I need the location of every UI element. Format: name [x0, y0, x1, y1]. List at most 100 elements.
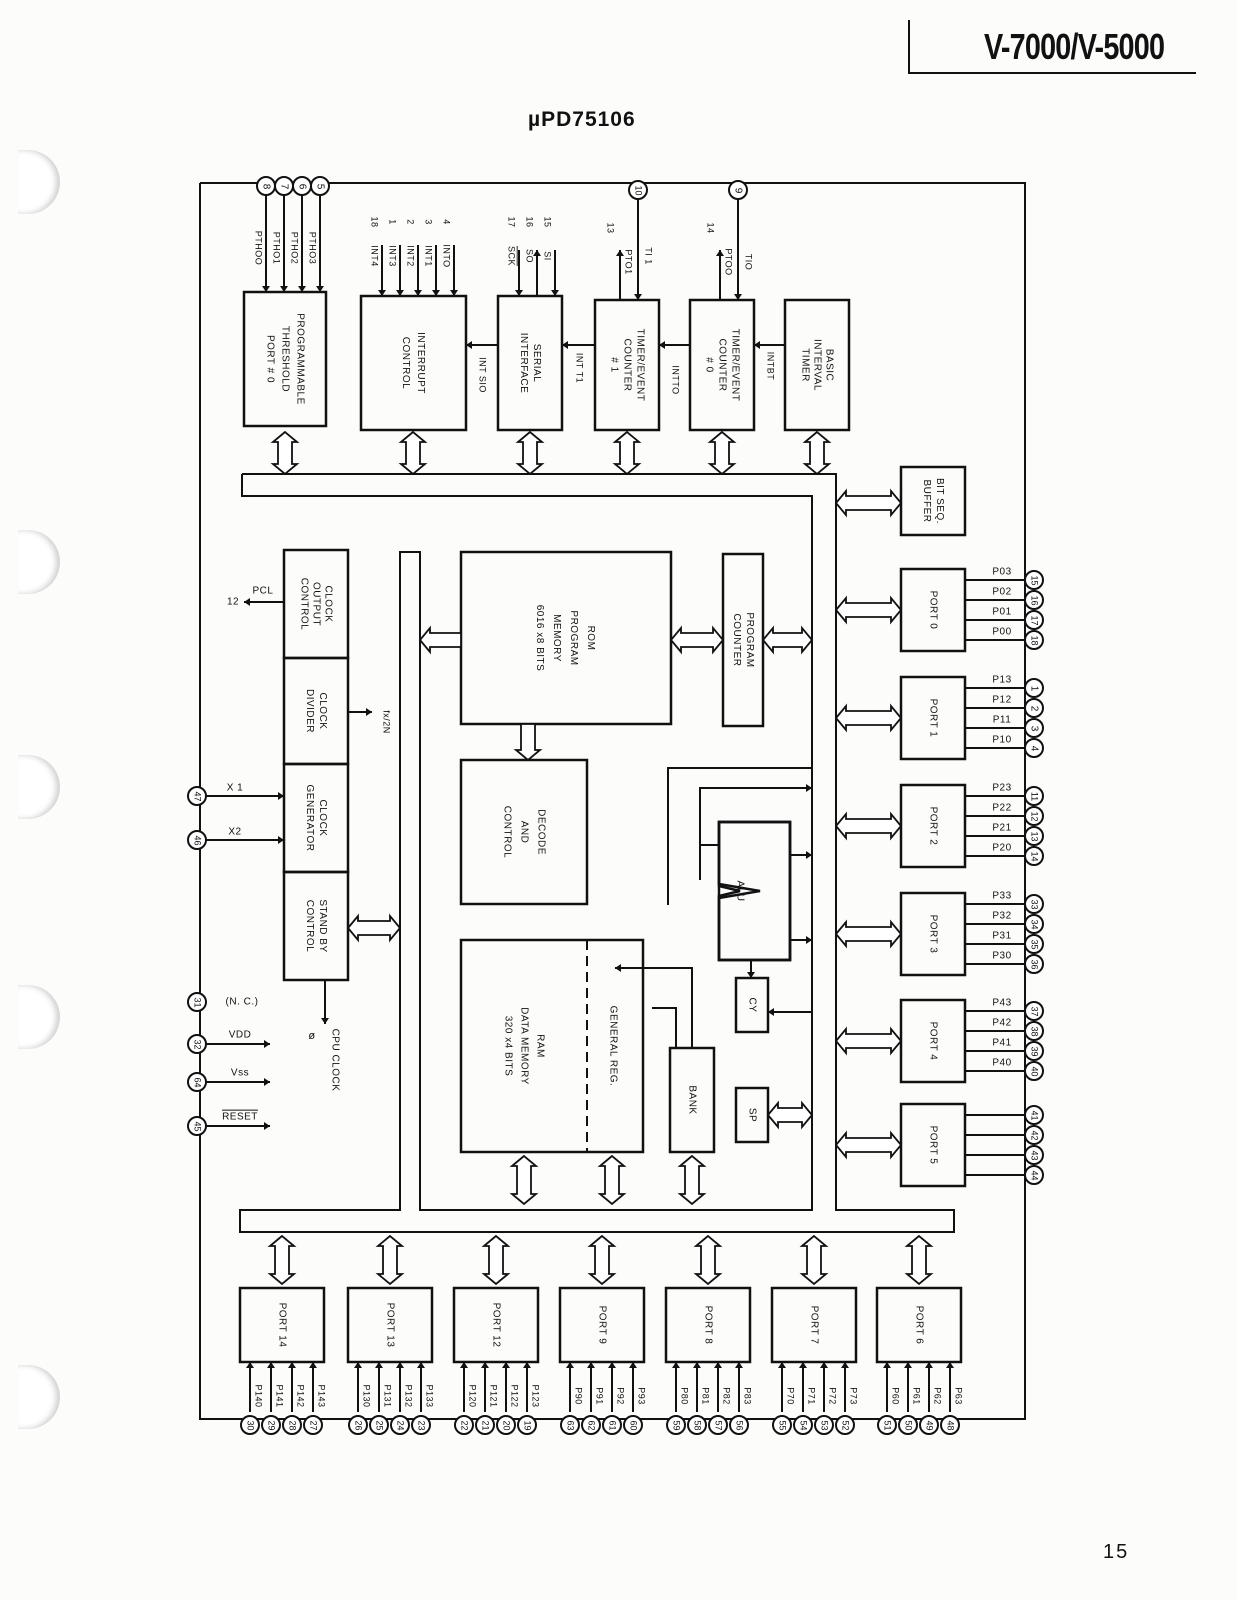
label: PORT 7 [808, 1306, 819, 1345]
pin-circle [1024, 806, 1044, 826]
label: TIO [744, 254, 754, 271]
pin-circle [282, 1415, 302, 1435]
label: 16 [525, 216, 535, 227]
top-bus-arrow [515, 430, 545, 476]
label: P91 [595, 1387, 605, 1405]
port-bus-arrow [375, 1234, 405, 1286]
pin-circle [602, 1415, 622, 1435]
pin-circle [187, 992, 207, 1012]
label: P13 [992, 675, 1011, 686]
label: INTERFACE [518, 333, 529, 394]
label: P02 [992, 587, 1011, 598]
pin-number: 63 [566, 1420, 576, 1430]
arrowhead [806, 851, 812, 859]
label: PTHOO [254, 231, 264, 266]
pin-number: 60 [629, 1420, 639, 1430]
pin-circle [1024, 678, 1044, 698]
label: 4 [442, 219, 452, 225]
label: P43 [992, 998, 1011, 1009]
decode-control-box [459, 758, 589, 906]
pin-number: 39 [1030, 1046, 1040, 1056]
label: P80 [680, 1387, 690, 1405]
pin-number: 49 [925, 1420, 935, 1430]
pin-number: 54 [799, 1420, 809, 1430]
pin-circle [187, 830, 207, 850]
pin-number: 21 [481, 1420, 491, 1430]
pin-circle [1024, 1021, 1044, 1041]
port-bus-arrow [834, 919, 903, 949]
label: 13 [606, 222, 616, 233]
pin-number: 4 [1028, 746, 1039, 752]
pin-circle [729, 1415, 749, 1435]
arrowhead [309, 1362, 317, 1368]
label: P141 [275, 1384, 285, 1407]
pin-number: 34 [1030, 919, 1040, 929]
arrowhead [799, 1362, 807, 1368]
pin-number: 14 [1030, 851, 1040, 861]
label: P131 [383, 1384, 393, 1407]
arrowhead [267, 1362, 275, 1368]
pin-circle [877, 1415, 897, 1435]
label: RAM [534, 1034, 545, 1058]
label: P10 [992, 735, 1011, 746]
label: P121 [489, 1384, 499, 1407]
bottom-port-box [558, 1286, 646, 1364]
pin-number: 33 [1030, 899, 1040, 909]
label: AND [518, 821, 529, 844]
arrowhead [366, 708, 372, 716]
label: INTBT [766, 352, 776, 381]
pin-number: 16 [1030, 595, 1040, 605]
label: INTERVAL [811, 339, 822, 391]
pin-circle [390, 1415, 410, 1435]
pin-circle [940, 1415, 960, 1435]
label: PORT 8 [702, 1306, 713, 1345]
label: PORT 2 [927, 807, 938, 846]
label: STAND BY [317, 899, 328, 952]
port-bus-arrow [693, 1234, 723, 1286]
bank-wire [652, 1007, 677, 1048]
arrowhead [244, 598, 250, 606]
arrowhead [264, 1040, 270, 1048]
pin-number: 8 [260, 184, 271, 190]
pin-circle [1024, 934, 1044, 954]
label: CONTROL [400, 337, 411, 389]
label: P92 [616, 1387, 626, 1405]
label: CLOCK [317, 693, 328, 730]
program-counter-box [721, 552, 765, 728]
label: 12 [227, 597, 239, 608]
pin-circle [1024, 954, 1044, 974]
top-bus-arrow [612, 430, 642, 476]
label: P81 [701, 1387, 711, 1405]
bottom-port-box [664, 1286, 752, 1364]
label: P93 [637, 1387, 647, 1405]
basic-interval-timer-box [783, 298, 851, 432]
label: MEMORY [551, 614, 562, 662]
alu-shape [717, 820, 792, 962]
label: COUNTER [716, 339, 727, 392]
label: P22 [992, 803, 1011, 814]
arrowhead [502, 1362, 510, 1368]
pin-circle [560, 1415, 580, 1435]
label: P41 [992, 1038, 1011, 1049]
label: P120 [468, 1384, 478, 1407]
port-bus-arrow [904, 1234, 934, 1286]
pin-circle [666, 1415, 686, 1435]
pin-circle [454, 1415, 474, 1435]
label: INT T1 [575, 353, 585, 383]
arrowhead [417, 1362, 425, 1368]
label: INT2 [406, 245, 416, 267]
label: P71 [807, 1387, 817, 1405]
standby-control-box [282, 870, 350, 982]
pin-number: 61 [608, 1420, 618, 1430]
pin-circle [1024, 846, 1044, 866]
pin-number: 28 [288, 1420, 298, 1430]
arrowhead [716, 250, 724, 256]
arrowhead [820, 1362, 828, 1368]
label: (N. C.) [226, 997, 259, 1008]
label: P21 [992, 823, 1011, 834]
rom-pc-arrow [669, 625, 725, 655]
arrowhead [278, 836, 284, 844]
label: PORT 14 [276, 1303, 287, 1348]
sp-bus-arrow [766, 1100, 814, 1130]
label: P31 [992, 931, 1011, 942]
